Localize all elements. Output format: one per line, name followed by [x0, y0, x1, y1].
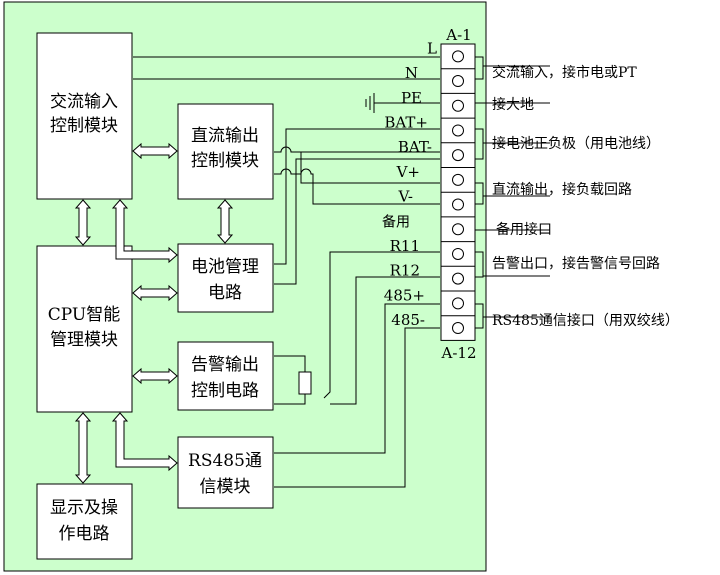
terminal-screw	[452, 223, 464, 236]
wiring	[133, 56, 550, 488]
wire-V-plus	[274, 146, 440, 153]
arrow-ac-cpu	[74, 199, 92, 246]
wire-485-plus	[274, 303, 440, 454]
wire-alarm-bottom	[274, 394, 306, 405]
desc-alarm: 告警出口，接告警信号回路	[492, 255, 660, 272]
terminal-screw	[452, 173, 464, 186]
desc-spare: 备用接口	[496, 221, 552, 238]
ac-input-control-block: 交流输入 控制模块	[36, 32, 133, 200]
rs485-label-line2: 信模块	[200, 477, 251, 497]
terminal-label: 485+	[384, 286, 425, 304]
terminal-screw	[452, 247, 464, 260]
ac-input-label-line2: 控制模块	[50, 116, 118, 136]
arrow-ac-dc	[132, 142, 178, 160]
terminal-label: BAT-	[398, 138, 432, 156]
cpu-management-block: CPU智能 管理模块	[36, 245, 133, 413]
terminal-label: PE	[401, 89, 422, 107]
terminal-bottom-label: A-12	[441, 344, 477, 362]
dc-output-control-block: 直流输出 控制模块	[177, 103, 274, 200]
display-operation-block: 显示及操 作电路	[36, 483, 133, 560]
alarm-output-control-block: 告警输出 控制电路	[177, 341, 274, 411]
arrow-cpu-battery	[132, 284, 178, 302]
wire-BAT-plus	[274, 128, 440, 265]
ext-line-ac	[475, 56, 484, 80]
ext-line-rs485	[475, 303, 484, 329]
terminal-screw	[452, 149, 464, 162]
wire-V-plus-to-terminal	[300, 152, 440, 184]
terminal-label: N	[405, 64, 418, 82]
block-arrows	[74, 142, 234, 484]
wire-R12	[330, 276, 440, 405]
terminal-label: V-	[397, 188, 413, 206]
display-label-line1: 显示及操	[50, 498, 118, 518]
rs485-communication-block: RS485通 信模块	[177, 436, 274, 509]
arrow-dc-battery	[216, 199, 234, 244]
alarm-label-line2: 控制电路	[191, 381, 259, 401]
terminal-label: BAT+	[384, 113, 428, 131]
desc-rs485: RS485通信接口（用双绞线）	[492, 312, 679, 329]
battery-label-line1: 电池管理	[191, 257, 259, 277]
cpu-label-line2: 管理模块	[50, 330, 118, 350]
desc-battery: 接电池正负极（用电池线）	[492, 135, 660, 152]
desc-ac-input: 交流输入，接市电或PT	[492, 64, 637, 81]
ext-line-battery	[475, 128, 484, 160]
wire-V-minus	[274, 168, 440, 205]
wire-485-minus	[274, 327, 440, 488]
terminal-label: 备用	[382, 213, 410, 230]
wire-R11	[323, 251, 440, 399]
battery-label-line2: 电路	[208, 283, 242, 303]
ground-symbol	[365, 93, 375, 113]
display-label-line2: 作电路	[59, 524, 110, 544]
battery-management-block: 电池管理 电路	[177, 243, 274, 313]
terminal-label: R12	[390, 262, 420, 280]
terminal-screw	[452, 272, 464, 285]
terminal-label: 485-	[391, 311, 425, 329]
terminal-screw	[452, 50, 464, 63]
terminal-screw	[452, 124, 464, 137]
alarm-label-line1: 告警输出	[191, 355, 259, 375]
terminal-top-label: A-1	[445, 26, 471, 44]
dc-output-label-line1: 直流输出	[191, 126, 259, 146]
terminal-screw	[452, 75, 464, 88]
terminal-screw	[452, 99, 464, 112]
rs485-label-line1: RS485通	[188, 451, 262, 471]
wire-BAT-minus	[274, 158, 440, 285]
arrow-cpu-alarm	[132, 367, 178, 385]
ac-input-label-line1: 交流输入	[50, 92, 118, 112]
terminal-screw	[452, 322, 464, 335]
ext-line-dc	[475, 182, 484, 205]
wire-alarm-top	[274, 355, 306, 372]
cpu-label-line1: CPU智能	[48, 305, 120, 325]
terminal-label: V+	[396, 163, 420, 181]
terminal-label: L	[427, 39, 437, 57]
arrow-cpu-display	[74, 412, 92, 484]
arrow-cpu-rs485	[111, 412, 178, 472]
dc-output-label-line2: 控制模块	[191, 151, 259, 171]
terminal-screw	[452, 198, 464, 211]
relay-coil	[298, 371, 312, 395]
terminal-screw	[452, 297, 464, 310]
desc-ground: 接大地	[492, 96, 534, 113]
arrow-ac-battery	[111, 199, 178, 264]
ext-line-alarm	[475, 251, 484, 278]
desc-dc-output: 直流输出，接负载回路	[492, 181, 632, 198]
terminal-label: R11	[390, 237, 420, 255]
